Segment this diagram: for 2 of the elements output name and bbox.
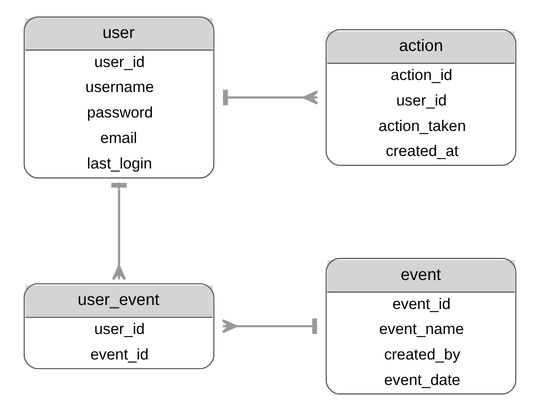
connector bbox=[222, 90, 318, 106]
connector bbox=[221, 318, 317, 334]
